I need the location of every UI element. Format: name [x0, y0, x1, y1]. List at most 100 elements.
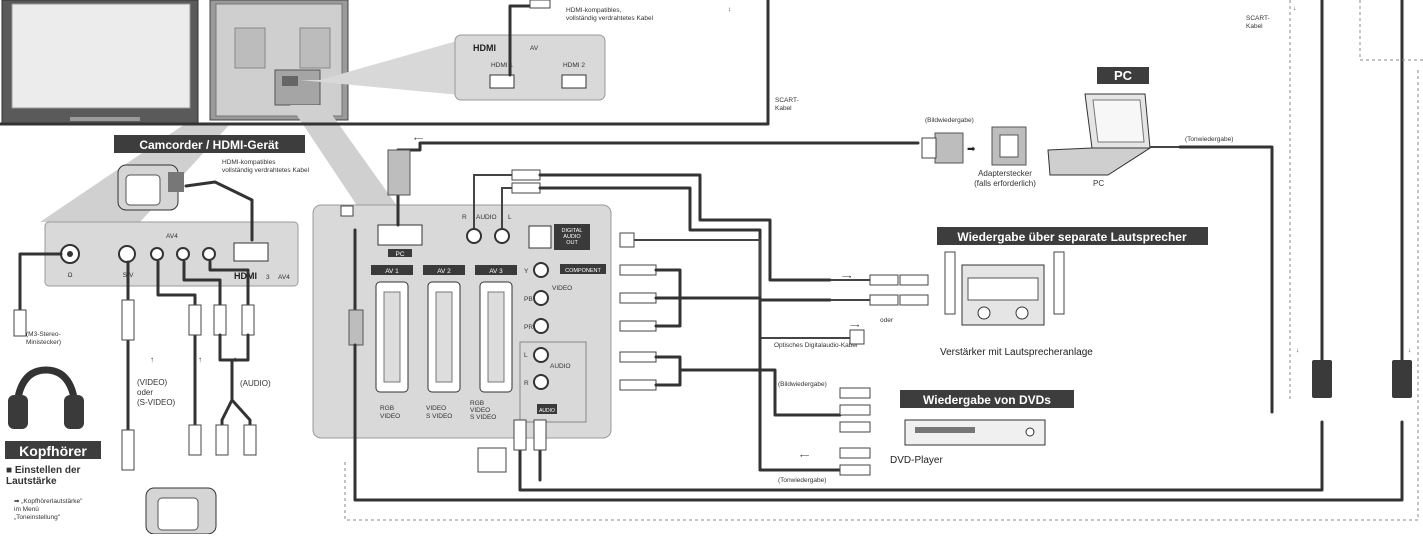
- svg-text:AUDIO: AUDIO: [539, 408, 555, 414]
- hdmi-port2-label: HDMI 2: [563, 62, 585, 69]
- video-cable: [156, 260, 197, 442]
- adapter-arrow: ➡: [967, 144, 976, 155]
- hdmi-cable-top-text: HDMI-kompatibles,vollständig verdrahtete…: [566, 7, 654, 22]
- bildwiedergabe-pc-label: (Bildwiedergabe): [925, 117, 974, 124]
- side-panel: Ω S-V AV4 HDMI 3 AV4: [44, 221, 299, 287]
- svg-text:⟵: ⟵: [800, 453, 810, 460]
- headphone-cable: [18, 252, 63, 312]
- hdmi-logo: HDMI: [473, 43, 496, 53]
- scart-right-label: SCART-Kabel: [1246, 15, 1270, 30]
- svg-text:AV4: AV4: [278, 274, 290, 281]
- svg-text:Ω: Ω: [68, 272, 73, 279]
- svg-text:PR: PR: [524, 324, 533, 331]
- speakers-heading-bg: [937, 227, 1208, 245]
- dvd-heading: Wiedergabe von DVDs: [923, 393, 1051, 407]
- component-y-jack: [533, 262, 549, 278]
- video-svideo-label: (VIDEO)oder(S-VIDEO): [137, 378, 176, 407]
- svg-text:AV 2: AV 2: [437, 268, 451, 275]
- dvd-heading-bg: [900, 390, 1074, 408]
- svg-text:HDMI: HDMI: [234, 271, 257, 281]
- pc-heading-bg: [1097, 67, 1149, 84]
- svg-text:⟶: ⟶: [842, 274, 852, 281]
- speaker-system-icon: [944, 251, 1065, 326]
- hdmi-cable-cam: [184, 180, 254, 242]
- camcorder-bottom-icon: [145, 487, 217, 535]
- headphones-heading-bg: [5, 441, 101, 459]
- svg-text:↓: ↓: [1293, 5, 1296, 12]
- audio-in-r-jack: [533, 374, 549, 390]
- svg-text:AV 1: AV 1: [385, 268, 399, 275]
- tonwiedergabe-dvd-label: (Tonwiedergabe): [778, 477, 826, 484]
- zoom-wedge-rear: [290, 105, 400, 210]
- tonwiedergabe-pc-label: (Tonwiedergabe): [1185, 136, 1233, 143]
- vga-plug: [921, 132, 964, 164]
- hdmi-port-box: HDMI AV HDMI 1 HDMI 2: [454, 34, 606, 101]
- component-pb-jack: [533, 290, 549, 306]
- svg-text:AV 3: AV 3: [489, 268, 503, 275]
- svg-text:Y: Y: [524, 268, 529, 275]
- pc-label: PC: [1093, 179, 1104, 188]
- svg-text:AUDIO: AUDIO: [476, 214, 497, 221]
- pc-audio-cable: [1178, 145, 1274, 414]
- svg-text:↓: ↓: [1296, 347, 1299, 354]
- hdmi-av-label: AV: [530, 45, 539, 52]
- pc-heading: PC: [1114, 68, 1133, 83]
- amp-label: Verstärker mit Lautsprecheranlage: [940, 347, 1093, 358]
- svg-text:R: R: [462, 214, 467, 221]
- component-pr-jack: [533, 318, 549, 334]
- svg-text:↑: ↑: [198, 355, 202, 364]
- audio-in-l-jack: [533, 347, 549, 363]
- svg-text:↑: ↑: [233, 355, 237, 364]
- audio-l-jack: [176, 247, 190, 261]
- tv-back: [209, 0, 349, 121]
- svg-text:AUDIO: AUDIO: [550, 363, 571, 370]
- vga-adapter: [991, 126, 1027, 166]
- hdmi-port2: [561, 74, 587, 89]
- dvd-player-label: DVD-Player: [890, 455, 943, 466]
- camcorder-heading-bg: [114, 135, 305, 153]
- camcorder-heading: Camcorder / HDMI-Gerät: [139, 138, 278, 152]
- scart-cable-bottom: [353, 343, 1404, 502]
- optical-cable-label: Optisches Digitalaudio-Kabel: [774, 342, 858, 349]
- camcorder-icon: [117, 164, 184, 211]
- optical-cable: [634, 239, 850, 339]
- oder-speaker-label: oder: [880, 317, 894, 324]
- scart-cable-left-loop: [0, 0, 770, 126]
- s-video-jack: [118, 245, 136, 263]
- laptop-icon: [1047, 93, 1152, 176]
- audio-r-jack: [202, 247, 216, 261]
- audio-label: (AUDIO): [240, 379, 271, 388]
- digital-audio-out-port: [528, 225, 552, 249]
- svg-text:L: L: [508, 214, 512, 221]
- svg-text:↓: ↓: [1408, 347, 1411, 354]
- tv-front: [1, 0, 199, 125]
- headphones-icon: [8, 366, 84, 429]
- svg-text:↑: ↑: [150, 355, 154, 364]
- dvd-player-icon: [904, 419, 1046, 446]
- svg-text:⟶: ⟶: [850, 323, 860, 330]
- pc-port: [377, 224, 423, 246]
- speakers-heading: Wiedergabe über separate Lautsprecher: [957, 230, 1187, 244]
- bildwiedergabe-dvd-label: (Bildwiedergabe): [778, 381, 827, 388]
- adapter-label: Adapterstecker(falls erforderlich): [974, 169, 1036, 188]
- volume-text: ➡ „Kopfhörerlautstärke"im Menü„Toneinste…: [14, 498, 83, 521]
- svg-text:3: 3: [266, 274, 270, 281]
- headphones-heading: Kopfhörer: [19, 443, 87, 459]
- scart-left-label: SCART-Kabel: [775, 97, 799, 112]
- side-hdmi-port: [233, 242, 269, 262]
- svg-text:COMPONENT: COMPONENT: [565, 268, 601, 274]
- svg-text:PB: PB: [524, 296, 533, 303]
- svg-text:PC: PC: [395, 251, 404, 258]
- arrow-down: ↕: [728, 6, 731, 13]
- svg-text:R: R: [524, 380, 529, 387]
- svg-text:VIDEO: VIDEO: [552, 285, 572, 292]
- audio-cable: [218, 333, 234, 442]
